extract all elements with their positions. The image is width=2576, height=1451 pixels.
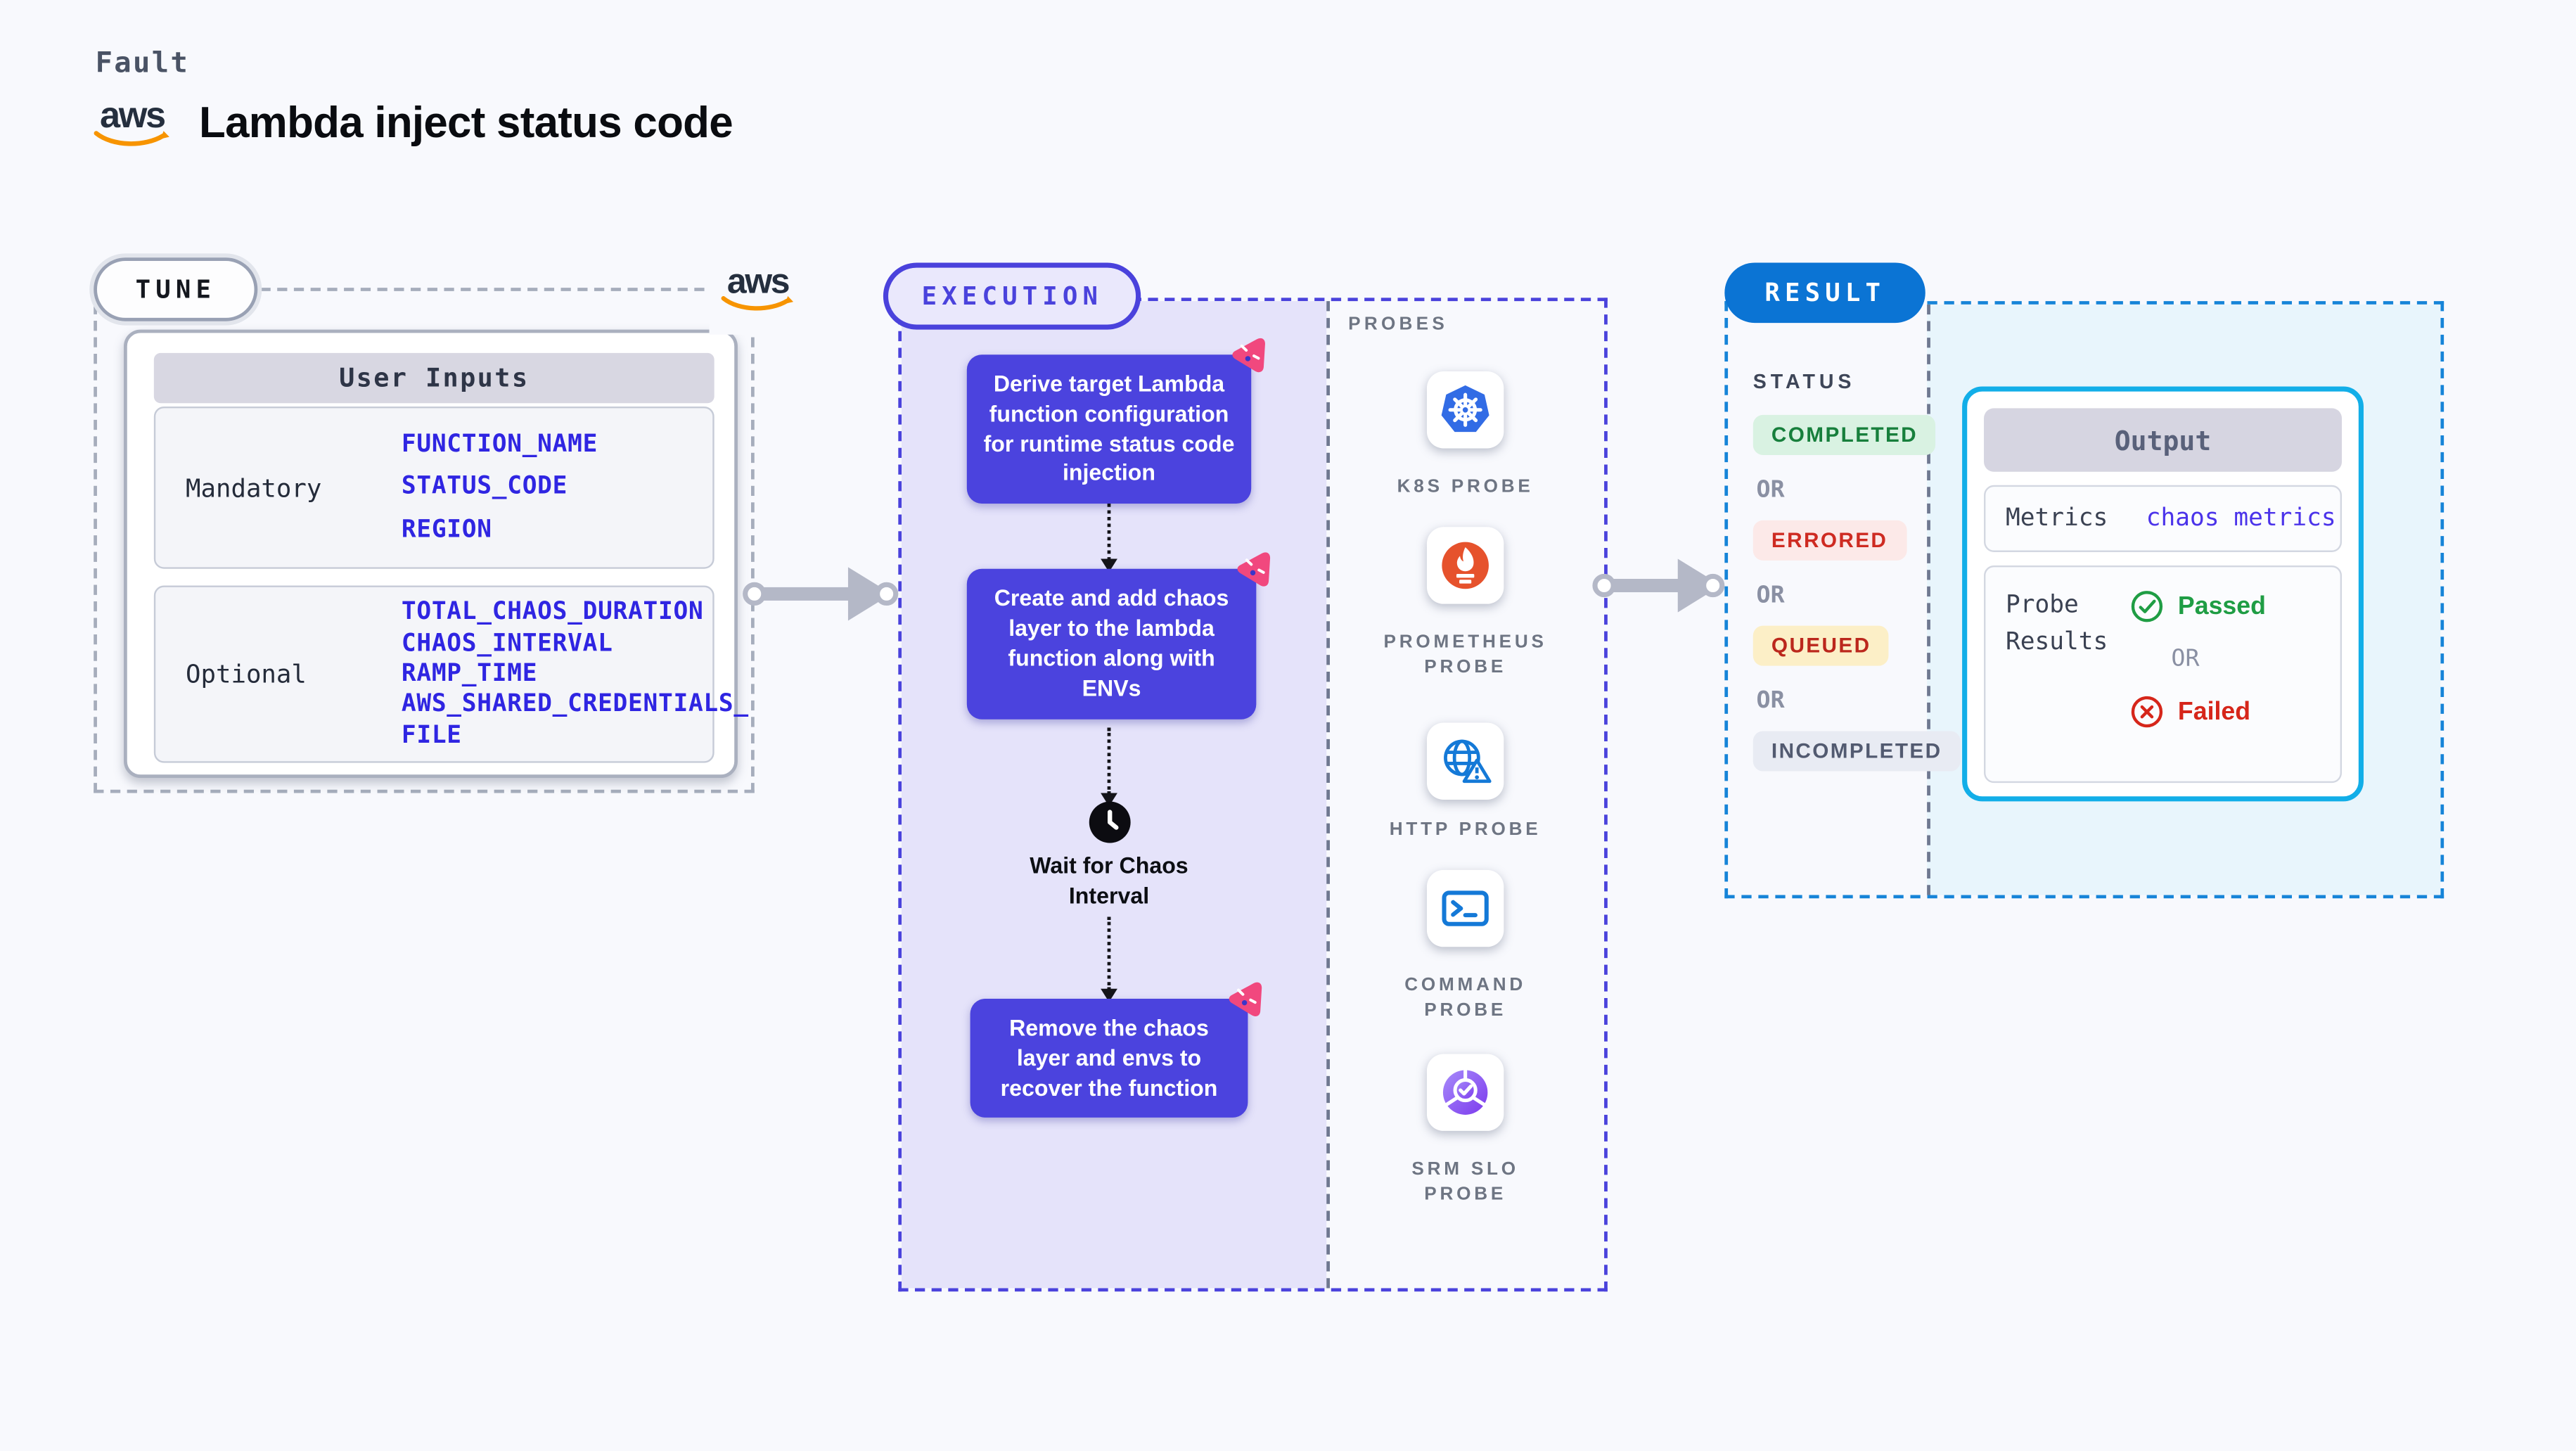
metrics-label: Metrics (2005, 505, 2108, 532)
user-inputs-card: User Inputs Mandatory FUNCTION_NAME STAT… (124, 329, 748, 779)
step-remove-chaos-layer: Remove the chaos layer and envs to recov… (970, 982, 1262, 1118)
probe-results-row: Probe Results Passed OR Failed (1984, 565, 2343, 784)
passed-label: Passed (2177, 592, 2266, 621)
probe-results-values: Passed OR Failed (2129, 589, 2266, 729)
litmus-chaos-icon (1229, 982, 1262, 1016)
probe-label-srm-slo: SRM SLO PROBE (1411, 1159, 1519, 1205)
status-badge-queued: QUEUED (1752, 625, 1890, 666)
input-var: REGION (401, 516, 492, 544)
wait-clock-icon (1087, 800, 1132, 845)
probe-card-command (1426, 869, 1504, 947)
probe-label-command: COMMAND PROBE (1404, 975, 1527, 1021)
status-badge-completed: COMPLETED (1752, 414, 1937, 455)
step-derive-config: Derive target Lambda function configurat… (966, 338, 1265, 504)
status-output-divider (1927, 304, 1930, 895)
mandatory-label: Mandatory (186, 472, 322, 503)
probes-heading: PROBES (1348, 314, 1449, 335)
status-heading: STATUS (1752, 369, 1856, 393)
probe-label-http: HTTP PROBE (1389, 819, 1542, 840)
probe-passed-item: Passed (2129, 589, 2266, 624)
step-text: Remove the chaos layer and envs to recov… (1000, 1015, 1218, 1101)
optional-label: Optional (186, 659, 307, 689)
output-card: Output Metrics chaos metrics Probe Resul… (1962, 386, 2364, 802)
kubernetes-icon (1441, 385, 1489, 433)
probe-label-prometheus: PROMETHEUS PROBE (1383, 632, 1547, 677)
input-var: AWS_SHARED_CREDENTIALS_ FILE (401, 691, 749, 749)
aws-logo-small: aws (721, 264, 795, 314)
probe-results-label: Probe Results (2005, 592, 2108, 656)
input-var: CHAOS_INTERVAL (401, 629, 613, 657)
flow-connector (1100, 916, 1117, 1002)
input-var: TOTAL_CHAOS_DURATION (401, 599, 704, 627)
page-title: Lambda inject status code (199, 96, 733, 148)
optional-inputs-box: Optional TOTAL_CHAOS_DURATION CHAOS_INTE… (153, 585, 748, 763)
tune-panel (94, 288, 755, 793)
probe-card-srm-slo (1426, 1054, 1504, 1131)
status-badge-errored: ERRORED (1752, 520, 1907, 561)
metrics-row: Metrics chaos metrics (1984, 485, 2343, 552)
probe-failed-item: Failed (2129, 694, 2266, 729)
wait-for-chaos-interval-label: Wait for Chaos Interval (1030, 853, 1188, 908)
flow-connector (1100, 503, 1117, 573)
status-badge-incompleted: INCOMPLETED (1752, 731, 1961, 772)
step-text: Derive target Lambda function configurat… (983, 371, 1235, 486)
or-separator: OR (1756, 476, 1785, 504)
probe-label-k8s: K8S PROBE (1397, 476, 1534, 497)
litmus-chaos-icon (1232, 338, 1265, 373)
input-var: FUNCTION_NAME (401, 432, 598, 459)
user-inputs-header: User Inputs (153, 352, 715, 404)
chaos-metrics-link[interactable]: chaos metrics (2146, 505, 2336, 532)
aws-logo: aws (94, 94, 170, 151)
step-add-chaos-layer: Create and add chaos layer to the lambda… (966, 552, 1271, 720)
aws-logo-text: aws (100, 94, 166, 136)
probe-card-prometheus (1426, 527, 1504, 604)
aws-smile-icon (721, 296, 794, 311)
output-header: Output (1984, 408, 2343, 472)
litmus-chaos-icon (1237, 552, 1271, 587)
failed-label: Failed (2177, 697, 2251, 727)
mandatory-inputs-box: Mandatory FUNCTION_NAME STATUS_CODE REGI… (153, 406, 715, 569)
optional-values: TOTAL_CHAOS_DURATION CHAOS_INTERVAL RAMP… (402, 587, 756, 761)
aws-smile-icon (94, 131, 169, 146)
fault-kind-label: Fault (95, 46, 190, 81)
http-globe-warning-icon (1444, 739, 1492, 784)
or-separator: OR (1756, 582, 1785, 609)
tune-badge: TUNE (94, 257, 258, 321)
probe-card-k8s (1426, 371, 1504, 449)
terminal-icon (1442, 890, 1489, 926)
execution-probes-divider (1326, 301, 1330, 1289)
slo-pie-check-icon (1442, 1070, 1488, 1115)
x-circle-icon (2131, 696, 2163, 728)
mandatory-values: FUNCTION_NAME STATUS_CODE REGION (402, 408, 712, 567)
step-text: Create and add chaos layer to the lambda… (994, 586, 1229, 701)
probe-card-http (1426, 722, 1504, 800)
tune-aws-corner: aws (709, 244, 807, 335)
input-var: RAMP_TIME (401, 660, 538, 688)
or-separator: OR (2171, 646, 2200, 673)
check-circle-icon (2131, 591, 2163, 622)
execution-badge: EXECUTION (883, 262, 1141, 330)
input-var: STATUS_CODE (401, 474, 568, 501)
flow-connector (1100, 727, 1117, 807)
result-badge: RESULT (1724, 262, 1926, 324)
or-separator: OR (1756, 687, 1785, 715)
prometheus-icon (1442, 542, 1489, 589)
aws-logo-text: aws (726, 262, 790, 302)
